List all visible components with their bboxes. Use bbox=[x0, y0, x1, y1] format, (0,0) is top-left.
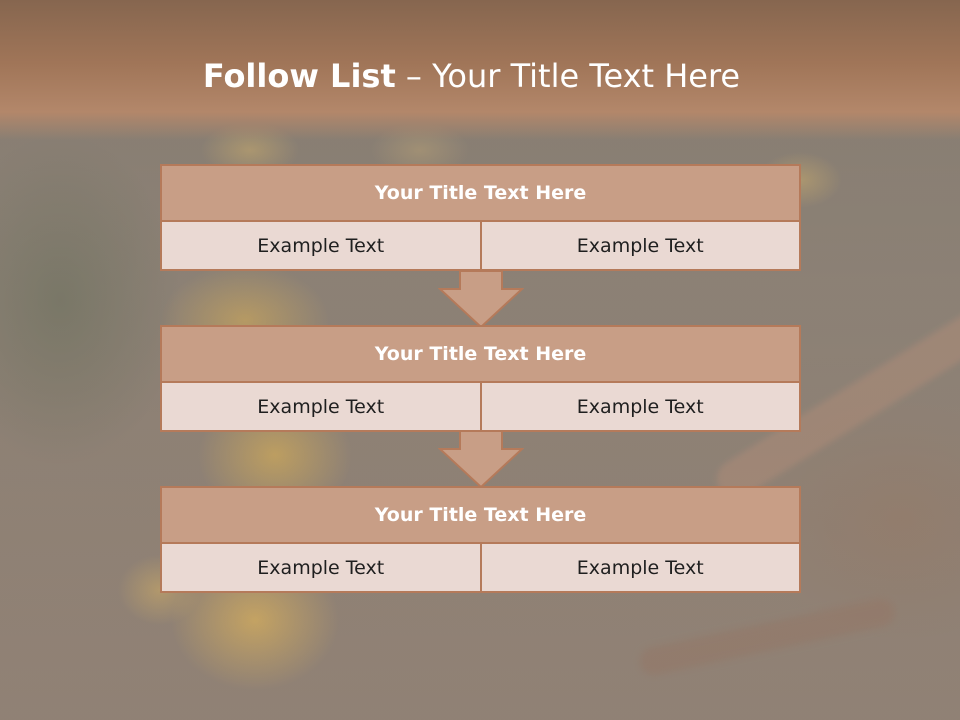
step-row: Example Text Example Text bbox=[162, 383, 799, 430]
step-row: Example Text Example Text bbox=[162, 544, 799, 591]
step-title: Your Title Text Here bbox=[162, 327, 799, 383]
slide-title-bold: Follow List bbox=[202, 57, 396, 95]
step-cell-right: Example Text bbox=[479, 383, 799, 430]
step-title: Your Title Text Here bbox=[162, 166, 799, 222]
flow-step-2: Your Title Text Here Example Text Exampl… bbox=[160, 325, 801, 432]
step-row: Example Text Example Text bbox=[162, 222, 799, 269]
slide-title: Follow List – Your Title Text Here bbox=[0, 54, 943, 98]
down-arrow-icon bbox=[438, 431, 524, 489]
flow-step-3: Your Title Text Here Example Text Exampl… bbox=[160, 486, 801, 593]
header-band bbox=[0, 0, 960, 140]
step-cell-right: Example Text bbox=[479, 544, 799, 591]
step-cell-left: Example Text bbox=[162, 222, 480, 269]
flow-step-1: Your Title Text Here Example Text Exampl… bbox=[160, 164, 801, 271]
down-arrow-icon bbox=[438, 271, 524, 329]
step-cell-left: Example Text bbox=[162, 383, 480, 430]
step-cell-left: Example Text bbox=[162, 544, 480, 591]
slide-title-rest: – Your Title Text Here bbox=[395, 57, 741, 95]
step-cell-right: Example Text bbox=[479, 222, 799, 269]
step-title: Your Title Text Here bbox=[162, 488, 799, 544]
